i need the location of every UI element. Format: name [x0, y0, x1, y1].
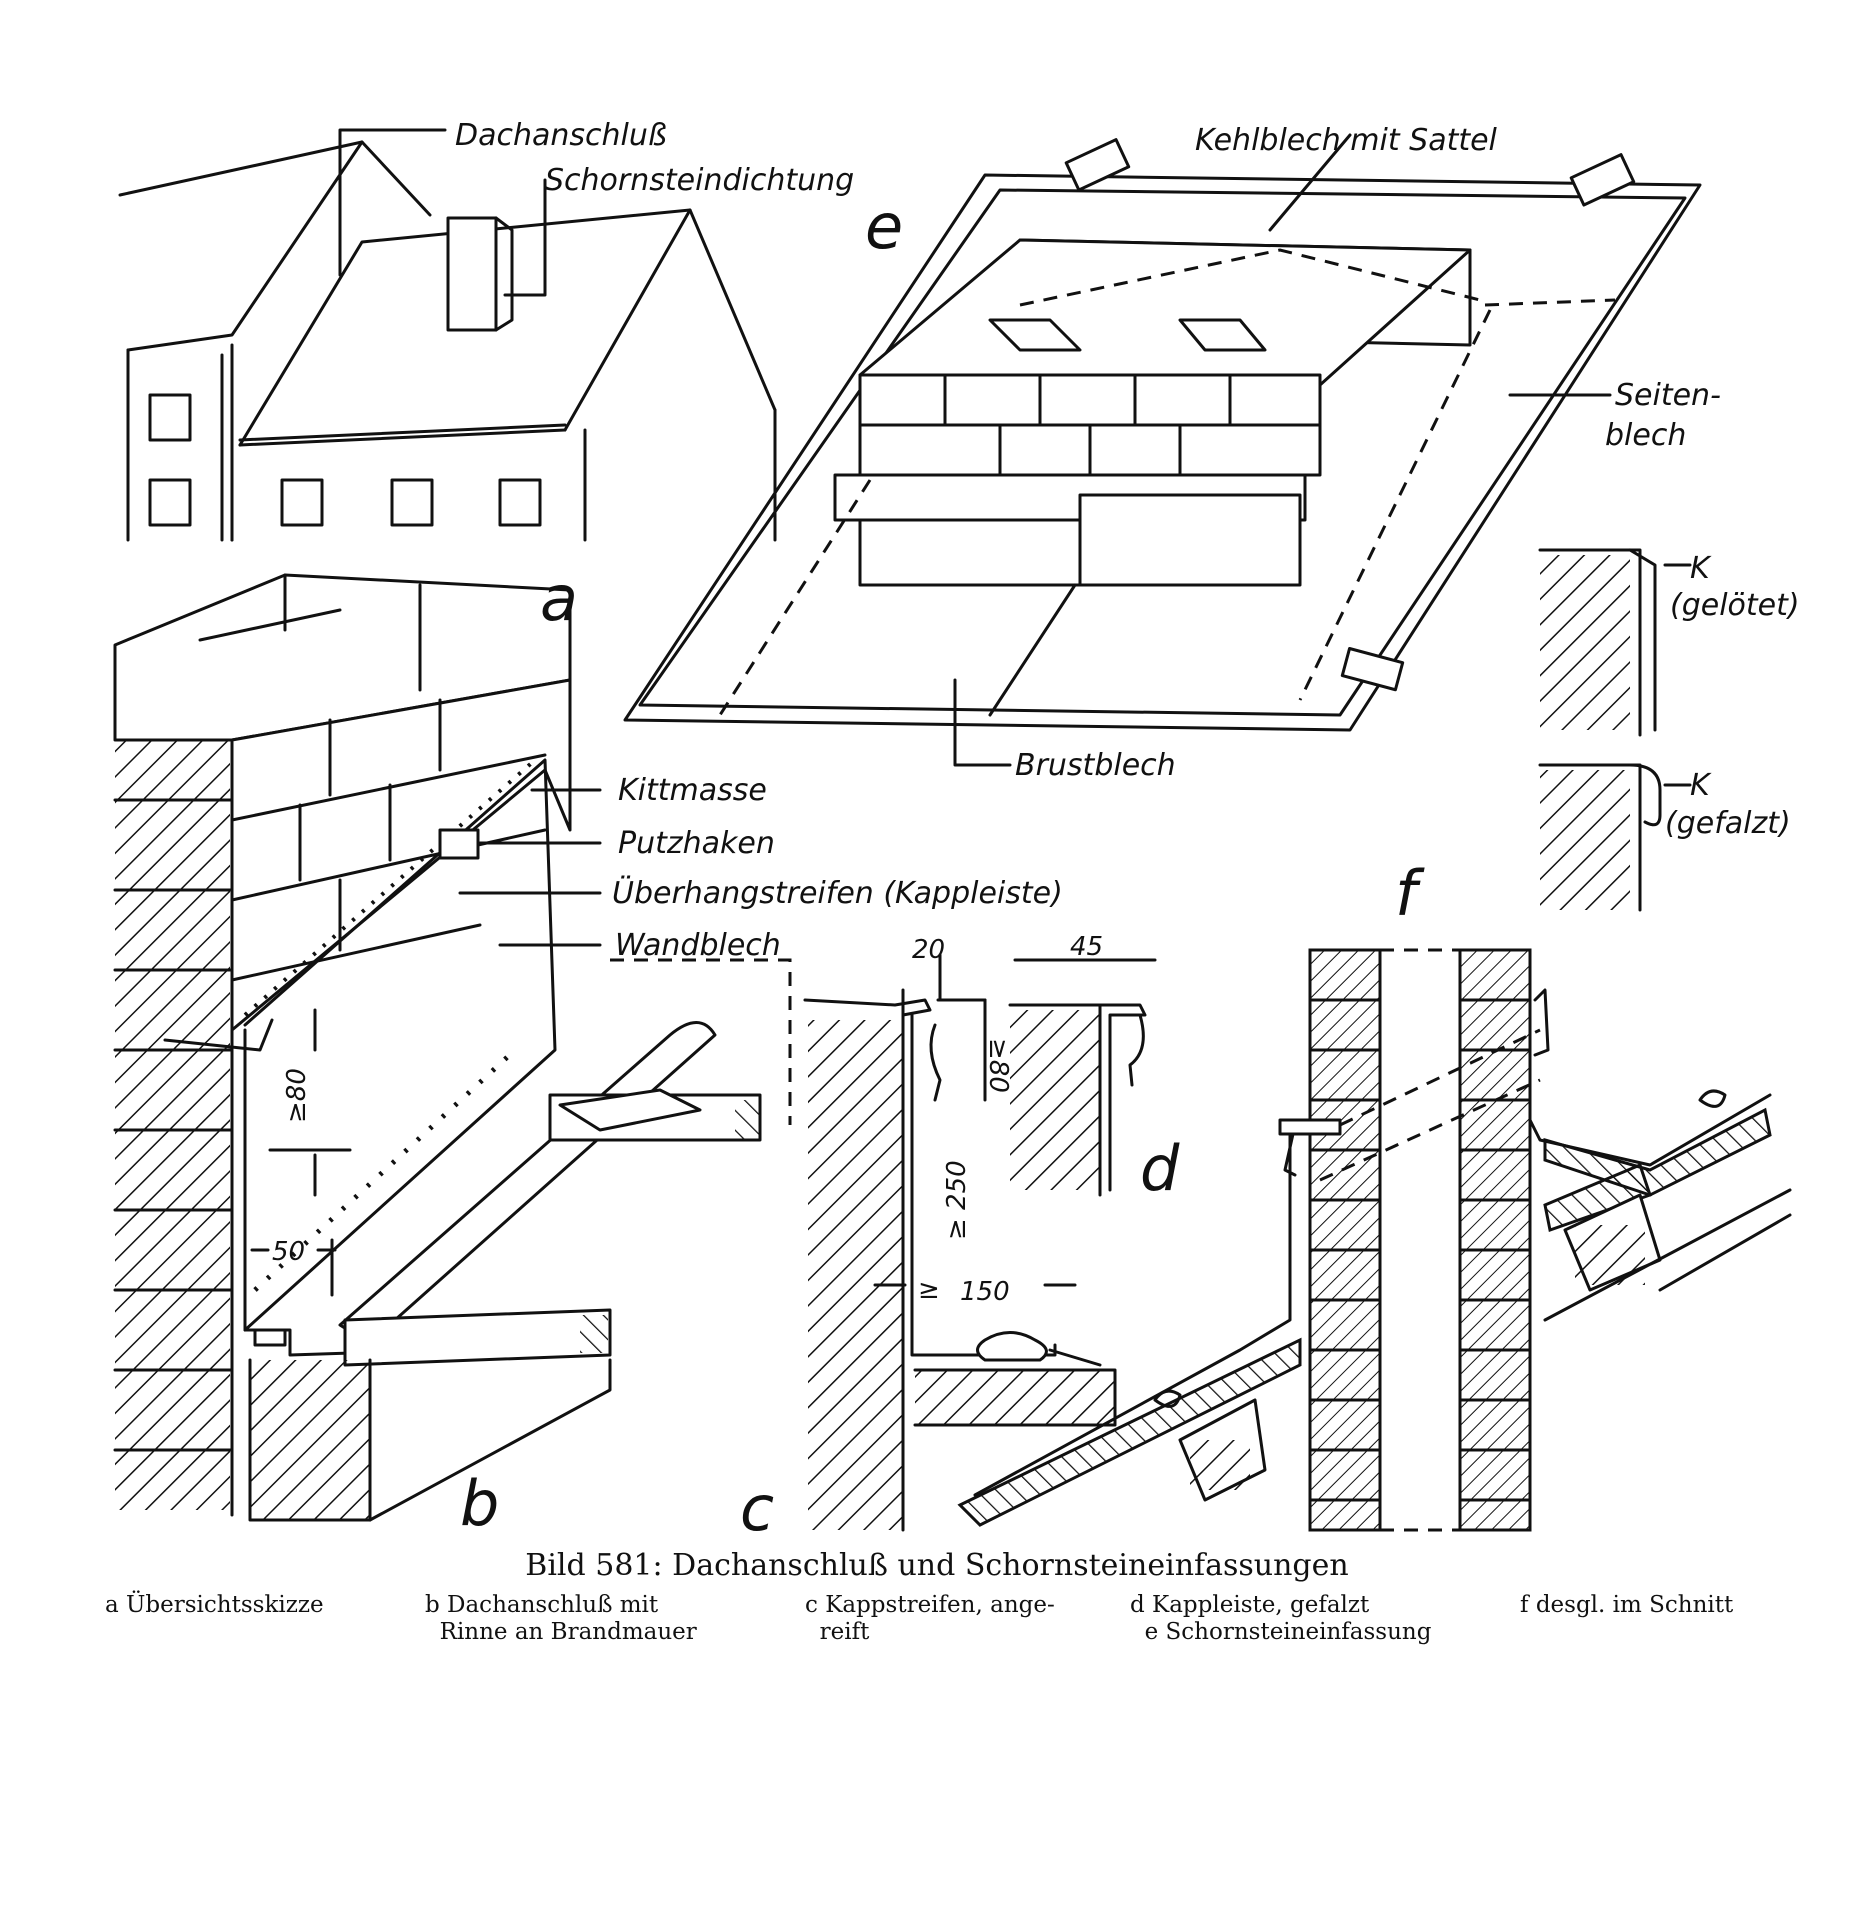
dim-150-prefix: ≥	[918, 1275, 940, 1305]
label-ueberhangstreifen: Überhangstreifen (Kappleiste)	[612, 875, 1063, 911]
panel-f-chimney-section: f	[957, 857, 1792, 1532]
label-k-gefalzt: (gefalzt)	[1665, 806, 1791, 841]
dim-250: ≥ 250	[942, 1160, 972, 1240]
label-brustblech: Brustblech	[1015, 748, 1176, 783]
label-schornsteindichtung: Schornsteindichtung	[545, 163, 854, 198]
label-k-gefalzt-k: K	[1690, 768, 1712, 803]
dim-45: 45	[1070, 932, 1103, 962]
dim-50: 50	[272, 1237, 305, 1267]
label-kittmasse: Kittmasse	[618, 773, 767, 808]
dim-20: 20	[912, 935, 945, 965]
label-kehlblech: Kehlblech mit Sattel	[1195, 123, 1498, 158]
panel-letter-b: b	[460, 1467, 499, 1540]
legend-item-c: c Kappstreifen, ange- reift	[805, 1592, 1055, 1645]
label-k-geloetet: (gelötet)	[1670, 588, 1800, 623]
legend-item-f: f desgl. im Schnitt	[1520, 1592, 1734, 1618]
panel-letter-c: c	[740, 1472, 774, 1545]
dim-150: 150	[960, 1277, 1010, 1307]
k-details: K (gelötet) K (gefalzt)	[1538, 548, 1800, 912]
label-wandblech: Wandblech	[615, 928, 781, 963]
panel-e-chimney-flashing: Kehlblech mit Sattel Seiten- blech Brust…	[623, 123, 1721, 783]
legend-item-d-e: d Kappleiste, gefalzt e Schornsteineinfa…	[1130, 1592, 1432, 1645]
panel-c-d-cap-strip: 20 ≥80 ≥ 250 ≥ 150 c 45 d	[740, 932, 1180, 1545]
label-dachanschluss: Dachanschluß	[455, 118, 667, 153]
panel-letter-f: f	[1395, 857, 1425, 930]
panel-a-house-sketch: Dachanschluß Schornsteindichtung	[118, 118, 854, 542]
dim-80-c: ≥80	[983, 1038, 1013, 1093]
label-seitenblech-2: blech	[1605, 418, 1686, 453]
panel-letter-e: e	[865, 190, 903, 263]
label-seitenblech-1: Seiten-	[1615, 378, 1721, 413]
legend-item-b: b Dachanschluß mit Rinne an Brandmauer	[425, 1592, 697, 1645]
dim-80-b: ≥80	[282, 1068, 312, 1123]
legend-item-a: a Übersichtsskizze	[105, 1592, 324, 1618]
label-k-geloetet-k: K	[1690, 551, 1712, 586]
panel-letter-d: d	[1140, 1132, 1180, 1205]
figure-caption: Bild 581: Dachanschluß und Schornsteinei…	[525, 1548, 1349, 1583]
label-putzhaken: Putzhaken	[618, 826, 775, 861]
panel-b-wall-gutter: ≥80 50 Kittmasse Putzhaken Überhangstrei…	[113, 562, 1063, 1540]
panel-letter-a: a	[540, 562, 578, 635]
